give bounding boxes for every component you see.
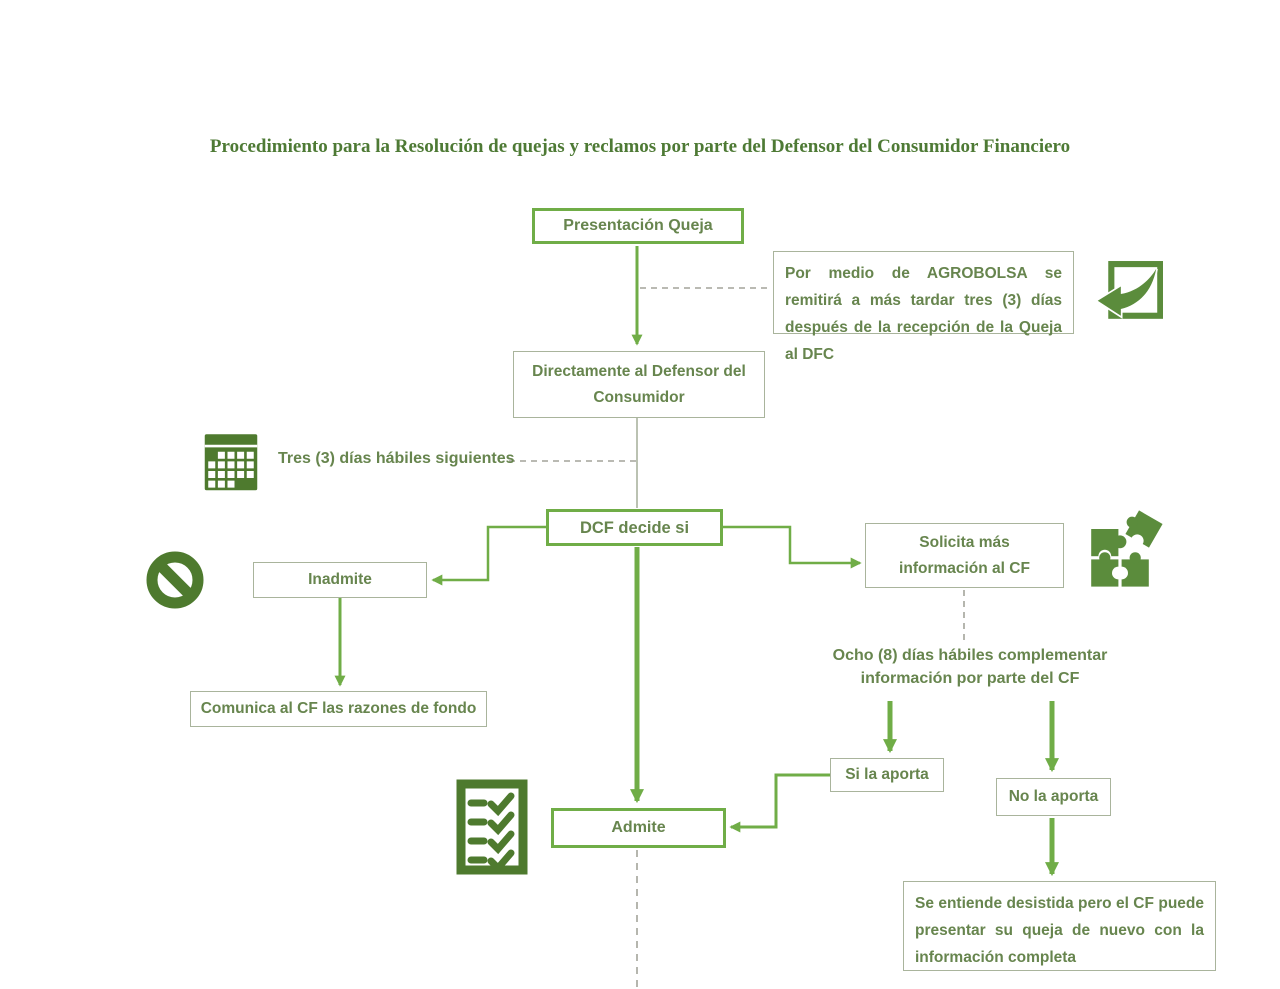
prohibition-icon — [146, 551, 204, 609]
node-agrobolsa-note-label: Por medio de AGROBOLSA se remitirá a más… — [785, 265, 1062, 363]
node-inadmite: Inadmite — [253, 562, 427, 598]
node-si-la-aporta-label: Si la aporta — [845, 766, 929, 783]
node-directamente-defensor: Directamente al Defensor del Consumidor — [513, 351, 765, 418]
node-comunica-razones: Comunica al CF las razones de fondo — [190, 691, 487, 727]
node-dcf-decide: DCF decide si — [546, 509, 723, 546]
node-desistida: Se entiende desistida pero el CF puede p… — [903, 881, 1216, 971]
node-no-la-aporta: No la aporta — [996, 778, 1111, 816]
node-no-la-aporta-label: No la aporta — [1008, 788, 1099, 805]
node-solicita-informacion-label: Solicita más información al CF — [899, 533, 1030, 577]
label-ocho-dias: Ocho (8) días hábiles complementar infor… — [832, 647, 1108, 687]
node-agrobolsa-note: Por medio de AGROBOLSA se remitirá a más… — [773, 251, 1074, 363]
node-presentacion-queja-label: Presentación Queja — [563, 217, 713, 234]
node-presentacion-queja: Presentación Queja — [532, 208, 744, 244]
reply-arrow-icon — [1095, 258, 1163, 330]
node-dcf-decide-label: DCF decide si — [579, 518, 690, 537]
node-si-la-aporta: Si la aporta — [830, 758, 944, 792]
node-admite-label: Admite — [611, 819, 666, 836]
node-inadmite-label: Inadmite — [308, 571, 372, 588]
puzzle-icon — [1088, 504, 1168, 594]
checklist-icon — [456, 779, 528, 875]
node-directamente-defensor-label: Directamente al Defensor del Consumidor — [532, 362, 746, 406]
node-desistida-label: Se entiende desistida pero el CF puede p… — [915, 895, 1204, 966]
node-admite: Admite — [551, 808, 726, 848]
node-solicita-informacion: Solicita más información al CF — [865, 523, 1064, 588]
connector-dcf-solicita — [723, 525, 862, 569]
connector-dcf-inadmite — [431, 525, 546, 586]
calendar-icon — [203, 429, 259, 492]
connector-si-aporta-admite — [729, 773, 830, 833]
page-title: Procedimiento para la Resolución de quej… — [209, 136, 1071, 157]
node-comunica-razones-label: Comunica al CF las razones de fondo — [200, 700, 477, 717]
label-tres-dias: Tres (3) días hábiles siguientes — [278, 450, 515, 467]
